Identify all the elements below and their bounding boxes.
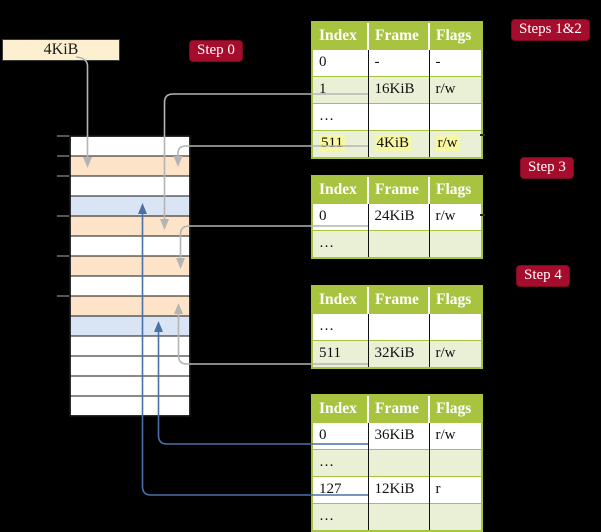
col-header-frame: Frame [367,287,429,314]
col-header-flags: Flags [428,396,481,423]
cell-index: 0 [319,54,327,70]
table-row: 0 36KiB r/w [313,422,481,450]
table-row: … [313,503,481,530]
col-header-flags: Flags [428,287,481,314]
table-row: … [313,313,481,341]
cell-frame: 12KiB [374,481,415,497]
memory-row [71,196,189,216]
memory-row [71,396,189,416]
memory-border [69,135,191,417]
memory-background [70,136,190,416]
arrowhead-up-icon [154,321,163,332]
col-header-flags: Flags [428,177,481,204]
cell-flags: r [435,481,441,497]
col-header-frame: Frame [367,396,429,423]
arrowhead-down-icon [83,157,92,168]
col-header-frame: Frame [367,23,429,50]
page-table-level0: Index Frame Flags 0 - - 1 16KiB r/w … [311,21,483,159]
cell-frame: 32KiB [374,345,415,361]
cell-index: … [319,108,334,124]
cell-frame: 36KiB [374,427,415,443]
arrowhead-down-icon [160,219,169,230]
col-header-index: Index [313,287,368,314]
page-table-step3: Index Frame Flags 0 24KiB r/w … [311,175,483,259]
cell-index: 511 [319,135,345,151]
memory-row [71,376,189,396]
cell-index: … [319,454,334,470]
page-table-leaf: Index Frame Flags 0 36KiB r/w … 127 12Ki… [311,394,483,532]
memory-row [71,256,189,276]
table-row: 127 12KiB r [313,476,481,504]
memory-row [71,316,189,336]
step-0-badge: Step 0 [189,40,243,62]
memory-row [71,176,189,196]
table-header-row: Index Frame Flags [313,396,481,423]
cell-flags: r/w [435,135,460,151]
arrowhead-down-icon [176,258,185,269]
cell-frame: 24KiB [374,208,415,224]
cell-index: … [319,318,334,334]
memory-ticks [57,135,70,297]
cell-index: 0 [319,427,327,443]
cell-index: 511 [319,345,341,361]
col-header-index: Index [313,177,368,204]
memory-row [71,136,189,156]
memory-row [71,296,189,316]
table-row-highlighted: 511 4KiB r/w [313,130,481,157]
root-address-label: 4KiB [43,41,79,58]
page-table-step4-upper: Index Frame Flags … 511 32KiB r/w [311,285,483,369]
blue-arrowheads [138,203,163,332]
memory-row [71,336,189,356]
cell-flags: r/w [435,81,456,97]
cell-index: … [319,235,334,251]
table-header-row: Index Frame Flags [313,23,481,50]
physical-memory-column [69,135,191,417]
table-row: … [313,449,481,477]
table-row: … [313,230,481,257]
memory-row [71,236,189,256]
col-header-index: Index [313,23,368,50]
arrowhead-up-icon [138,203,147,214]
cell-frame: 4KiB [374,135,412,151]
table-row: 0 - - [313,49,481,77]
col-header-flags: Flags [428,23,481,50]
cell-flags: r/w [435,345,456,361]
table-row: 0 24KiB r/w [313,203,481,231]
cell-flags: r/w [435,208,456,224]
step-3-badge: Step 3 [520,157,574,179]
cell-index: … [319,508,334,524]
table-row: 511 32KiB r/w [313,340,481,367]
arrow-root-to-table0 [75,56,89,157]
table-header-row: Index Frame Flags [313,177,481,204]
root-address-box: 4KiB [2,39,120,61]
cell-index: 1 [319,81,327,97]
cell-index: 0 [319,208,327,224]
cell-flags: - [435,54,441,70]
col-header-index: Index [313,396,368,423]
arrowhead-up-icon [174,303,183,314]
steps-1-2-badge: Steps 1&2 [511,19,590,41]
table-header-row: Index Frame Flags [313,287,481,314]
col-header-frame: Frame [367,177,429,204]
cell-flags: r/w [435,427,456,443]
cell-frame: 16KiB [374,81,415,97]
memory-row [71,356,189,376]
step-4-badge: Step 4 [516,265,570,287]
table-row: … [313,103,481,131]
cell-index: 127 [319,481,342,497]
cell-frame: - [374,54,380,70]
memory-row [71,276,189,296]
memory-row [71,216,189,236]
memory-row [71,156,189,176]
memory-row-separators [70,155,190,397]
table-row: 1 16KiB r/w [313,76,481,104]
gray-arrowheads [83,156,185,314]
arrowhead-down-icon [173,156,183,167]
